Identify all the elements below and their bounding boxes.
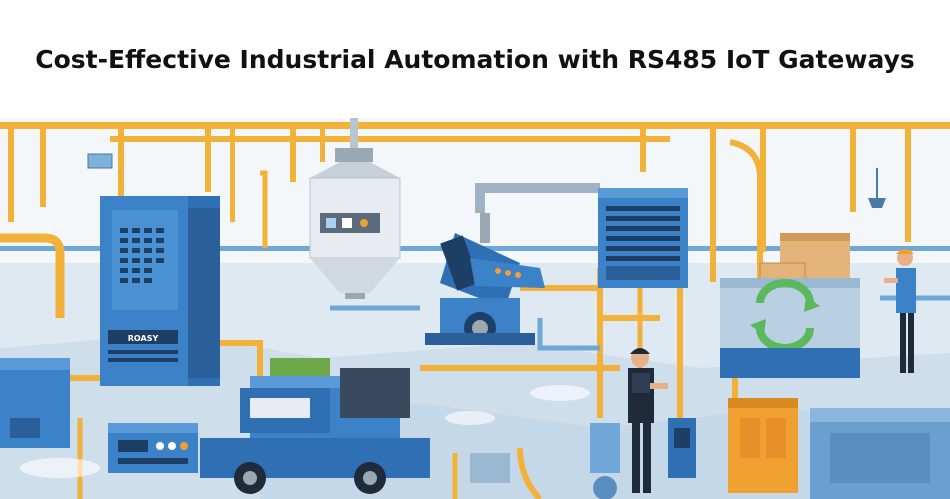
control-panel-icon (108, 423, 198, 473)
factory-illustration: ROASY (0, 118, 950, 499)
title-bar: Cost-Effective Industrial Automation wit… (0, 0, 950, 118)
cabinet-brand-label: ROASY (128, 334, 159, 343)
worker-icon (628, 348, 668, 493)
worker-icon (884, 249, 916, 373)
server-rack-icon (598, 188, 688, 288)
agv-vehicle-icon (200, 358, 430, 494)
control-cabinet-icon: ROASY (100, 196, 220, 386)
silo-icon (309, 118, 401, 299)
robot-arm-icon (425, 213, 545, 345)
recycle-arrows-icon (750, 279, 820, 352)
page-title: Cost-Effective Industrial Automation wit… (35, 44, 915, 74)
